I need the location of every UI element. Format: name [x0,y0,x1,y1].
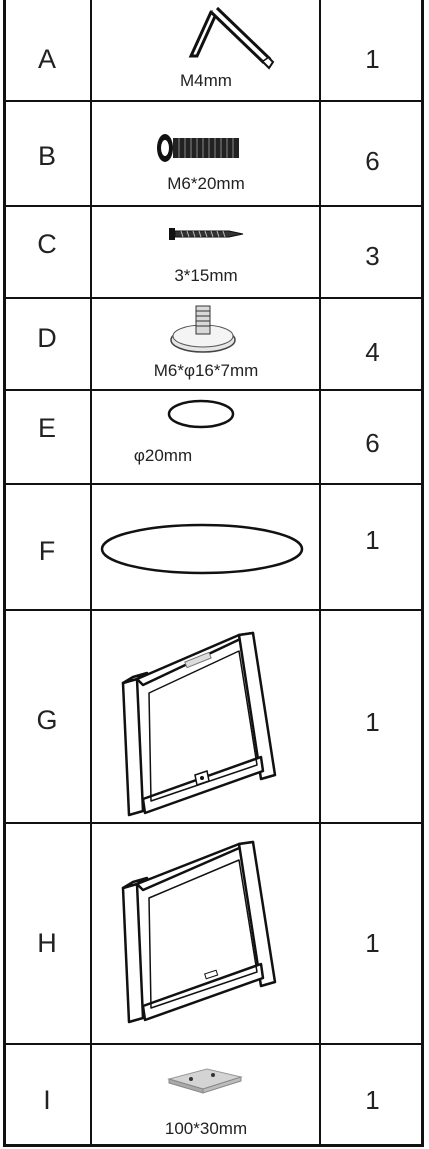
bolt-icon [157,134,239,162]
row-divider [3,483,424,485]
part-quantity: 1 [365,928,380,958]
row-divider [3,609,424,611]
part-size: 3*15mm [174,266,238,285]
column-divider-1 [90,0,92,1147]
part-letter: I [43,1085,51,1115]
table-row: C 3*15mm 3 [3,207,424,297]
part-quantity: 6 [365,146,380,176]
small-ring-icon [167,399,235,429]
part-letter: G [36,705,58,735]
part-quantity: 1 [365,44,380,74]
table-row: I 100*30mm 1 [3,1045,424,1144]
parts-table: A M4mm 1 B M6*20mm 6 C [3,0,424,1147]
table-row: D M6*φ16*7mm 4 [3,299,424,389]
part-letter: C [37,229,57,259]
part-quantity: 1 [365,525,380,555]
trapezoid-leg-frame-with-bracket-icon [121,631,277,817]
border-left [3,0,6,1147]
row-divider [3,205,424,207]
leveling-foot-icon [170,305,236,353]
oval-plate-icon [100,523,304,575]
hex-key-icon [188,6,275,70]
table-row: E φ20mm 6 [3,391,424,483]
table-row: F 1 [3,485,424,609]
table-row: B M6*20mm 6 [3,102,424,205]
row-divider [3,389,424,391]
part-size: M6*20mm [167,174,245,193]
wood-screw-icon [169,228,244,240]
part-letter: H [37,928,57,958]
part-letter: D [37,323,57,353]
border-right [421,0,424,1147]
border-bottom [3,1144,424,1147]
part-letter: E [37,413,56,443]
part-letter: A [37,44,56,74]
part-quantity: 4 [365,337,380,367]
row-divider [3,297,424,299]
row-divider [3,1043,424,1045]
part-size: M6*φ16*7mm [153,361,259,380]
row-divider [3,822,424,824]
part-letter: F [38,536,56,566]
table-row: G 1 [3,611,424,822]
table-row: A M4mm 1 [3,0,424,100]
column-divider-2 [319,0,321,1147]
part-quantity: 3 [365,241,380,271]
row-divider [3,100,424,102]
connector-plate-icon [167,1068,243,1094]
part-letter: B [37,141,56,171]
part-quantity: 1 [365,1085,380,1115]
table-row: H 1 [3,824,424,1043]
part-quantity: 6 [365,428,380,458]
part-size: M4mm [180,71,232,90]
trapezoid-leg-frame-icon [121,840,277,1024]
part-size: 100*30mm [164,1119,248,1138]
part-quantity: 1 [365,707,380,737]
part-size: φ20mm [133,446,193,465]
